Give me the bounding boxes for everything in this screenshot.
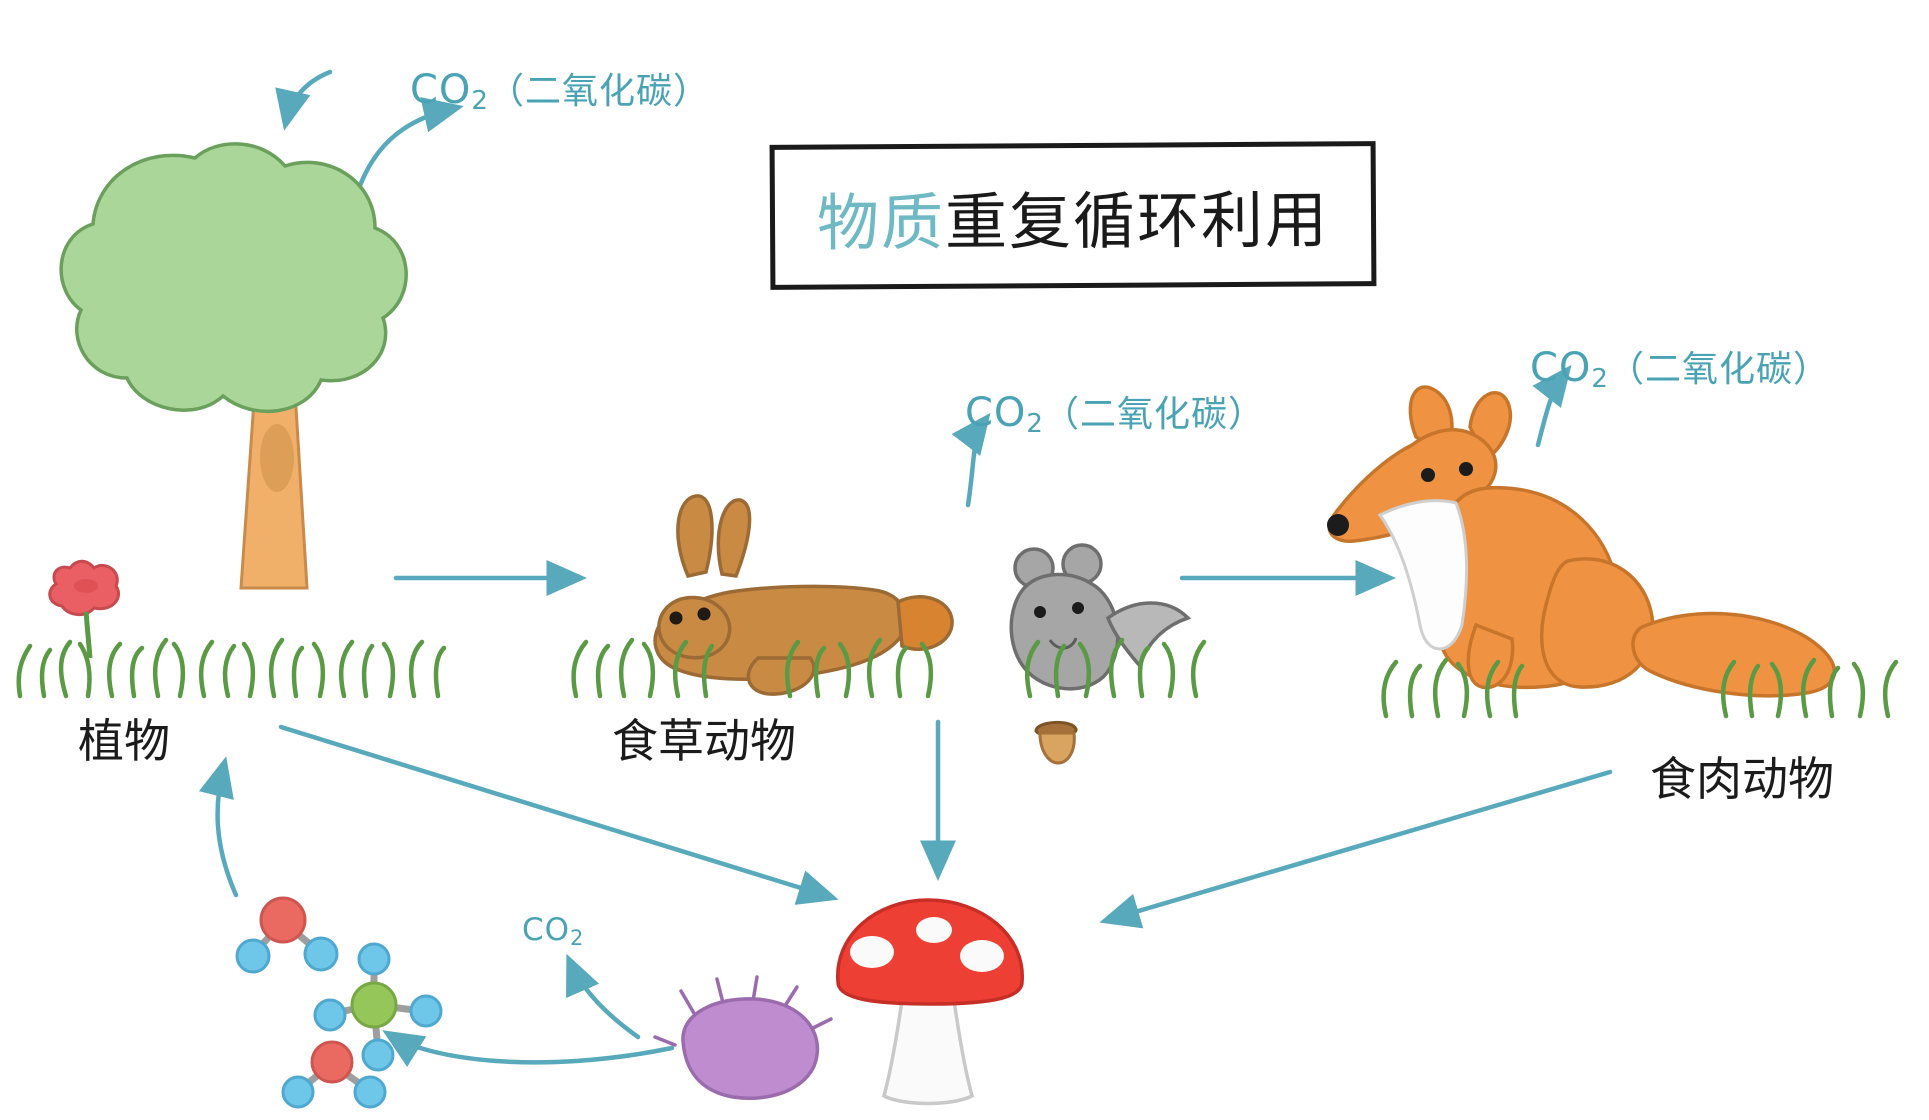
acorn-illustration (1034, 721, 1078, 765)
fox-front-leg (1466, 622, 1515, 690)
atom-hydrogen-6 (361, 1038, 395, 1072)
co2-subscript-4: 2 (570, 926, 584, 950)
mouse-tail (1105, 601, 1192, 670)
atom-hydrogen (235, 938, 271, 974)
fox-chest (1377, 499, 1469, 651)
grass-illustration (16, 637, 447, 699)
co2-formula-3: CO (1530, 345, 1592, 391)
atom-oxygen-2 (310, 1040, 354, 1084)
co2-label-carnivore: CO2（二氧化碳） (1530, 340, 1830, 394)
arrow-co2-to-plant (275, 69, 333, 131)
title-box: 物质重复循环利用 (769, 141, 1377, 290)
mushroom-cap (836, 898, 1024, 1006)
co2-subscript-3: 2 (1591, 364, 1608, 394)
grass-illustration-right (1381, 657, 1899, 719)
atom-hydrogen-8 (353, 1075, 387, 1109)
tree-canopy (59, 142, 408, 414)
title-rest: 重复循环利用 (944, 186, 1330, 258)
co2-formula: CO (410, 67, 472, 113)
flower-illustration (48, 559, 120, 659)
rabbit-eye-2 (697, 607, 711, 621)
co2-chinese: （二氧化碳） (487, 71, 710, 111)
fox-haunch (1539, 557, 1655, 689)
molecule-water (235, 896, 339, 974)
node-label-carnivore: 食肉动物 (1650, 754, 1834, 805)
flower-center (74, 579, 98, 593)
rabbit-eye (669, 611, 683, 625)
arrow-plant-to-decomposer (278, 724, 839, 905)
co2-subscript-2: 2 (1026, 409, 1043, 439)
rabbit-tail (896, 595, 954, 652)
mushroom-spot (850, 936, 894, 968)
atom-hydrogen-4 (313, 998, 347, 1032)
atom-hydrogen-5 (409, 994, 443, 1028)
bacteria-body (681, 997, 820, 1100)
rabbit-ear-left (676, 494, 714, 579)
arrow-carnivore-to-decomposer (1099, 769, 1613, 929)
fox-tail (1631, 611, 1837, 698)
tree-illustration (59, 142, 408, 590)
co2-label-decomposer: CO2 (522, 912, 583, 950)
fox-eye-right (1459, 462, 1473, 476)
node-label-plant: 植物 (78, 716, 170, 767)
title-highlight: 物质 (816, 189, 946, 259)
mushroom-spot-3 (960, 940, 1004, 972)
atom-oxygen (259, 896, 307, 944)
rabbit-ear-right (716, 498, 752, 578)
fox-illustration (1327, 385, 1837, 698)
node-label-herbivore: 食草动物 (612, 716, 796, 767)
flower-stem (83, 611, 93, 659)
arrow-co2-carnivore (1532, 364, 1572, 448)
fox-nose (1327, 514, 1349, 536)
bacteria-illustration (653, 975, 833, 1100)
co2-subscript: 2 (471, 86, 488, 116)
mouse-eye-right (1072, 602, 1084, 614)
co2-chinese-3: （二氧化碳） (1607, 349, 1830, 389)
atom-hydrogen-2 (303, 936, 339, 972)
co2-formula-4: CO (522, 912, 571, 948)
tree-knot (260, 424, 294, 492)
atom-carbon (350, 981, 398, 1029)
co2-label-plant: CO2（二氧化碳） (410, 62, 710, 116)
rabbit-hind-leg (746, 656, 816, 696)
arrow-molecules-to-plant (198, 756, 239, 898)
arrow-co2-decomposer (566, 953, 641, 1040)
arrow-co2-herbivore (951, 412, 991, 508)
grass-illustration-middle (571, 637, 1207, 699)
mushroom-spot-2 (916, 917, 952, 943)
arrow-co2-plant (352, 97, 464, 203)
molecule-water-2 (281, 1040, 387, 1109)
arrow-decomposer-to-molecules (382, 1030, 675, 1067)
rabbit-illustration (653, 494, 954, 696)
co2-formula-2: CO (965, 390, 1027, 436)
co2-chinese-2: （二氧化碳） (1042, 394, 1265, 434)
mouse-illustration (1009, 543, 1192, 691)
fox-eye-left (1421, 468, 1435, 482)
mouse-eye-left (1034, 606, 1046, 618)
co2-label-herbivore: CO2（二氧化碳） (965, 385, 1265, 439)
atom-hydrogen-3 (357, 942, 391, 976)
atom-hydrogen-7 (281, 1075, 315, 1109)
page-title: 物质重复循环利用 (817, 169, 1330, 262)
acorn-nut (1038, 731, 1076, 765)
mushroom-illustration (836, 898, 1024, 1106)
molecule-methane (313, 942, 443, 1072)
